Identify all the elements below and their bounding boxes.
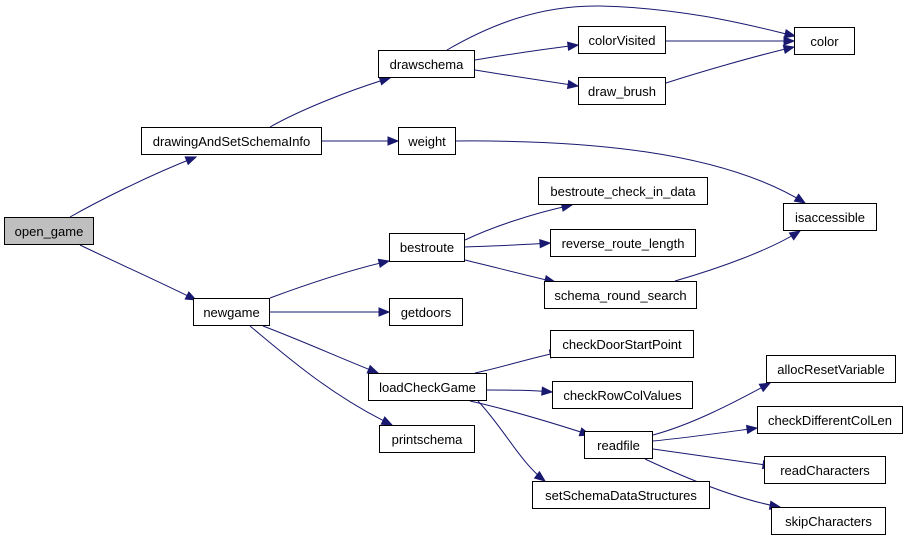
node-label: readCharacters	[780, 462, 870, 478]
node-label: skipCharacters	[785, 513, 872, 529]
node-colorVisited[interactable]: colorVisited	[578, 26, 666, 54]
node-label: colorVisited	[588, 32, 656, 48]
node-drawingAndSetSchemaInfo[interactable]: drawingAndSetSchemaInfo	[141, 127, 322, 155]
node-allocResetVariable[interactable]: allocResetVariable	[766, 355, 896, 383]
edge-loadCheckGame-to-checkDoorStartPoint	[474, 349, 562, 374]
node-label: getdoors	[400, 304, 452, 320]
node-getdoors[interactable]: getdoors	[389, 298, 463, 326]
node-color[interactable]: color	[794, 27, 855, 55]
node-label: checkRowColValues	[563, 387, 682, 403]
edge-bestroute-to-bestroute_check_in_data	[464, 202, 574, 241]
node-label: isaccessible	[794, 209, 866, 225]
node-label: weight	[408, 133, 446, 149]
edge-readfile-to-checkDifferentColLen	[652, 424, 759, 442]
edge-bestroute-to-reverse_route_length	[464, 238, 552, 249]
node-label: checkDifferentColLen	[767, 412, 893, 428]
node-label: bestroute	[399, 240, 455, 255]
node-schema_round_search[interactable]: schema_round_search	[544, 281, 697, 309]
node-isaccessible[interactable]: isaccessible	[783, 203, 877, 231]
edge-newgame-to-getdoors	[269, 307, 391, 317]
node-readfile[interactable]: readfile	[584, 431, 653, 459]
node-weight[interactable]: weight	[398, 127, 456, 155]
edge-newgame-to-loadCheckGame	[262, 325, 380, 374]
node-bestroute_check_in_data[interactable]: bestroute_check_in_data	[538, 177, 708, 205]
edge-newgame-to-bestroute	[269, 258, 391, 299]
node-checkDifferentColLen[interactable]: checkDifferentColLen	[757, 406, 903, 434]
edge-drawingAndSetSchemaInfo-to-weight	[321, 136, 400, 146]
node-label: readfile	[597, 437, 640, 453]
edge-newgame-to-printschema	[249, 325, 394, 426]
node-bestroute[interactable]: bestroute	[389, 233, 465, 262]
node-reverse_route_length[interactable]: reverse_route_length	[550, 229, 696, 257]
edge-draw_brush-to-color	[665, 44, 796, 84]
edge-drawschema-to-color	[446, 5, 797, 51]
edge-drawschema-to-draw_brush	[474, 69, 580, 90]
node-label: setSchemaDataStructures	[545, 487, 697, 503]
node-label: draw_brush	[588, 83, 656, 99]
edge-drawschema-to-colorVisited	[474, 41, 580, 61]
node-checkDoorStartPoint[interactable]: checkDoorStartPoint	[550, 330, 694, 358]
node-checkRowColValues[interactable]: checkRowColValues	[552, 381, 693, 409]
node-open_game[interactable]: open_game	[4, 217, 94, 245]
node-label: drawingAndSetSchemaInfo	[152, 133, 311, 149]
node-label: allocResetVariable	[777, 361, 885, 377]
node-label: loadCheckGame	[379, 379, 476, 395]
edge-loadCheckGame-to-setSchemaDataStructures	[477, 400, 547, 482]
node-label: reverse_route_length	[561, 235, 685, 251]
edge-readfile-to-allocResetVariable	[652, 382, 772, 436]
node-skipCharacters[interactable]: skipCharacters	[771, 507, 886, 535]
edge-schema_round_search-to-isaccessible	[674, 230, 802, 282]
edge-open_game-to-newgame	[79, 244, 198, 301]
edge-drawingAndSetSchemaInfo-to-drawschema	[269, 76, 392, 128]
node-label: bestroute_check_in_data	[550, 183, 696, 199]
node-loadCheckGame[interactable]: loadCheckGame	[368, 373, 487, 401]
node-label: color	[810, 33, 839, 49]
node-setSchemaDataStructures[interactable]: setSchemaDataStructures	[532, 481, 710, 509]
edge-loadCheckGame-to-checkRowColValues	[486, 386, 554, 396]
edge-readfile-to-readCharacters	[652, 448, 775, 470]
edge-bestroute-to-schema_round_search	[464, 259, 557, 285]
node-drawschema[interactable]: drawschema	[378, 50, 475, 78]
node-label: drawschema	[389, 56, 464, 72]
node-label: checkDoorStartPoint	[562, 336, 682, 352]
node-label: open_game	[14, 223, 84, 239]
edge-weight-to-isaccessible	[455, 140, 807, 204]
node-newgame[interactable]: newgame	[193, 298, 270, 326]
edge-open_game-to-drawingAndSetSchemaInfo	[69, 156, 198, 218]
node-readCharacters[interactable]: readCharacters	[764, 456, 886, 484]
node-label: printschema	[391, 431, 463, 447]
node-printschema[interactable]: printschema	[379, 425, 475, 453]
node-draw_brush[interactable]: draw_brush	[578, 77, 666, 105]
node-label: newgame	[203, 304, 260, 320]
edge-colorVisited-to-color	[666, 36, 796, 46]
node-label: schema_round_search	[554, 287, 687, 303]
